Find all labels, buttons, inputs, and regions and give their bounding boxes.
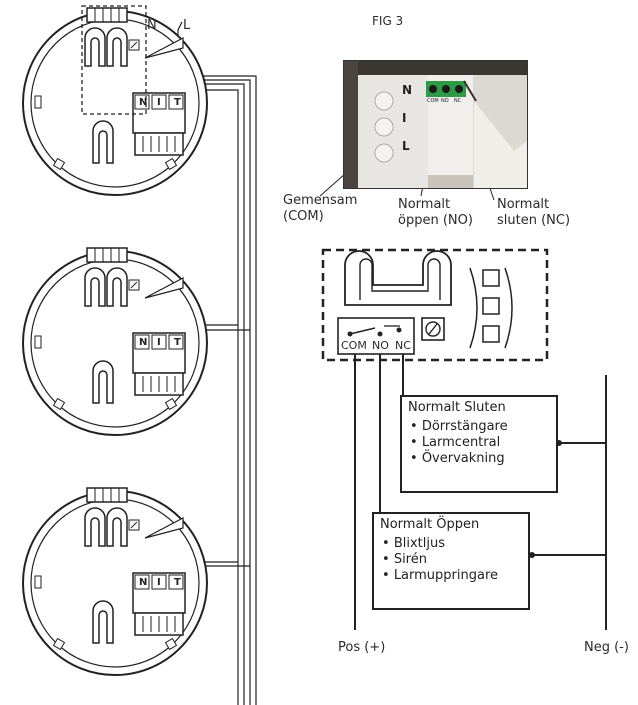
callout-com-line1: Gemensam xyxy=(283,193,358,208)
no-item: Larmuppringare xyxy=(382,568,528,584)
no-item: Blixtljus xyxy=(382,536,528,552)
callout-nc-line2: sluten (NC) xyxy=(497,213,571,228)
figure-label: FIG 3 xyxy=(372,14,404,28)
photo-text-no: NO xyxy=(441,98,449,104)
no-box-list: Blixtljus Sirén Larmuppringare xyxy=(374,536,528,584)
highlight-frame xyxy=(81,5,147,115)
base1-terminal-n: N xyxy=(139,97,148,108)
wire-label-l: L xyxy=(183,18,191,33)
relay-label-com: COM xyxy=(341,339,367,352)
base2-terminal-t: T xyxy=(174,337,181,348)
photo-letter-i: I xyxy=(402,111,407,125)
photo-text-com: COM xyxy=(427,98,439,104)
nc-item: Dörrstängare xyxy=(410,419,556,435)
photo-letter-l: L xyxy=(402,139,410,153)
callout-no-line2: öppen (NO) xyxy=(398,213,473,228)
nc-item: Larmcentral xyxy=(410,435,556,451)
junction-dot xyxy=(529,552,535,558)
relay-block xyxy=(321,248,549,362)
relay-label-nc: NC xyxy=(395,339,411,352)
relay-label-no: NO xyxy=(372,339,389,352)
base3-terminal-n: N xyxy=(139,577,148,588)
base1-terminal-i: I xyxy=(157,97,161,108)
normally-closed-box: Normalt Sluten Dörrstängare Larmcentral … xyxy=(400,395,558,493)
base2-terminal-n: N xyxy=(139,337,148,348)
base1-terminal-t: T xyxy=(174,97,181,108)
no-item: Sirén xyxy=(382,552,528,568)
output-wires xyxy=(354,354,607,630)
callout-no-line1: Normalt xyxy=(398,197,451,212)
base3-terminal-t: T xyxy=(174,577,181,588)
photo-text-nc: NC xyxy=(454,98,462,104)
base3-terminal-i: I xyxy=(157,577,161,588)
callout-nc-line1: Normalt xyxy=(497,197,550,212)
nc-box-title: Normalt Sluten xyxy=(408,400,506,415)
callout-com-line2: (COM) xyxy=(283,209,324,224)
positive-label: Pos (+) xyxy=(338,640,386,655)
nc-item: Övervakning xyxy=(410,451,556,467)
negative-label: Neg (-) xyxy=(584,640,629,655)
nc-box-list: Dörrstängare Larmcentral Övervakning xyxy=(402,419,556,467)
photo-letter-n: N xyxy=(402,83,413,97)
no-box-title: Normalt Öppen xyxy=(380,517,480,532)
normally-open-box: Normalt Öppen Blixtljus Sirén Larmupprin… xyxy=(372,512,530,610)
wire-label-n: N xyxy=(147,18,157,33)
terminal-photo: N I L COM NO NC xyxy=(343,60,528,189)
base2-terminal-i: I xyxy=(157,337,161,348)
